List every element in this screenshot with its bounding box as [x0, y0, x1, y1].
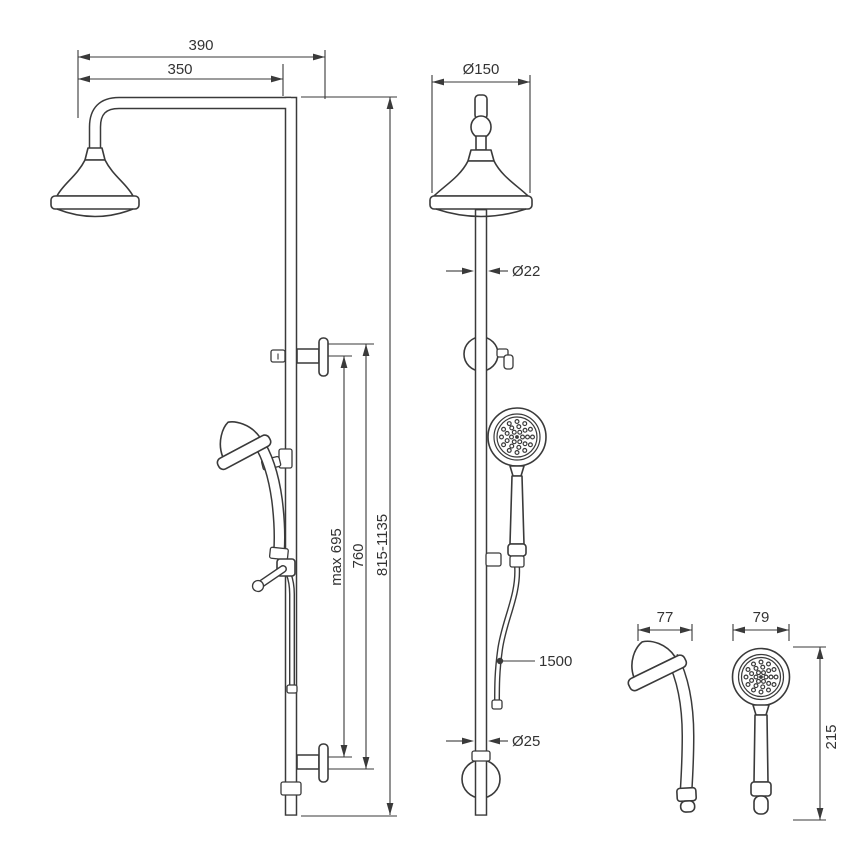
handshower-detail-views	[627, 640, 791, 815]
dim-arm-width-label: 350	[167, 61, 192, 78]
dim-head-diameter-label: Ø150	[463, 61, 500, 78]
hose-end-fitting-front	[491, 699, 503, 710]
wall-bracket-bottom-side	[280, 743, 329, 796]
handshower-detail-collar-front	[750, 781, 772, 797]
handshower-detail-head-side	[627, 640, 688, 692]
union-nut-side	[280, 781, 302, 796]
head-collar	[467, 149, 495, 162]
head-bell-front	[433, 160, 529, 197]
shower-column-side-view	[50, 96, 329, 816]
spray-nozzles-detail	[743, 659, 779, 695]
handshower-hose-front	[491, 565, 521, 710]
dim-handshower-side-width-label: 77	[657, 609, 674, 626]
head-lip-front	[435, 208, 527, 218]
overhead-shower-side	[50, 147, 140, 218]
wall-flange-bottom	[318, 743, 329, 783]
head-bell-side	[56, 159, 134, 197]
handshower-detail-cap-front	[753, 795, 769, 815]
handshower-handle-front	[509, 475, 525, 545]
wall-bracket-top-side	[270, 337, 329, 377]
dim-pipe-diameter-label: Ø22	[512, 263, 540, 280]
head-connector-side	[84, 147, 106, 161]
dim-handshower-front-width-label: 79	[753, 609, 770, 626]
head-rim-front	[429, 195, 533, 210]
handshower-on-column-side	[216, 421, 289, 561]
diverter-lever-knob	[251, 579, 265, 593]
dim-top-width-label: 390	[188, 37, 213, 54]
head-lip-side	[56, 208, 134, 218]
spray-nozzles-front	[499, 419, 535, 456]
diverter-valve-side	[251, 558, 296, 593]
head-neck	[475, 135, 487, 151]
dim-base-diameter-label: Ø25	[512, 733, 540, 750]
handshower-detail-cap-side	[679, 800, 696, 813]
handshower-detail-side	[627, 640, 698, 813]
handshower-hose-nut-side	[268, 546, 289, 561]
dimensions: 390 350 Ø150 815-1135 760 max	[77, 37, 840, 821]
hose-end-fitting-side	[286, 684, 298, 694]
handshower-hose-nut-front	[509, 555, 525, 568]
dim-bracket-distance-label: 760	[350, 543, 367, 568]
handshower-detail-handle-front	[753, 714, 769, 783]
shower-column-front-view	[429, 94, 547, 816]
handshower-detail-front	[731, 647, 791, 815]
handshower-head-side	[216, 421, 272, 471]
dim-slider-max-label: max 695	[328, 528, 345, 586]
head-rim-side	[50, 195, 140, 210]
slider-clamp-front	[485, 552, 502, 567]
bracket-knob-front	[496, 348, 514, 370]
head-ball-joint	[470, 115, 492, 139]
wall-flange-top	[318, 337, 329, 377]
handshower-on-column-front	[487, 407, 547, 568]
handshower-detail-collar-side	[676, 786, 698, 803]
dim-total-height-label: 815-1135	[374, 514, 391, 576]
stop-ring	[471, 750, 491, 762]
dim-hose-length-label: 1500	[539, 653, 572, 670]
shower-arm	[88, 96, 291, 148]
overhead-shower-front	[429, 94, 533, 218]
dim-handshower-height-label: 215	[823, 724, 840, 749]
